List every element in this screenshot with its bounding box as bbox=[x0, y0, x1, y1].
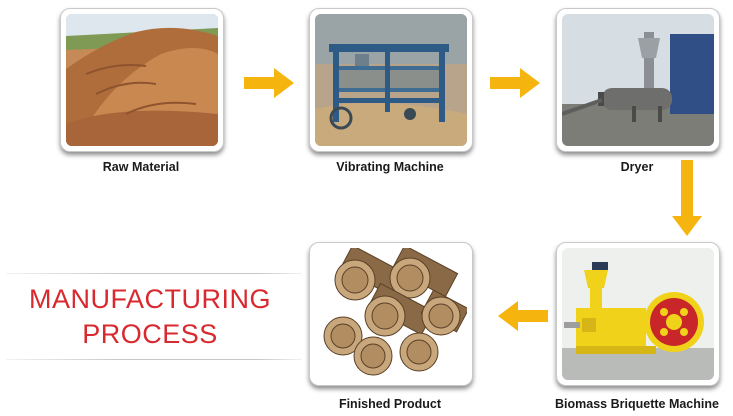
arrow-right-icon bbox=[490, 68, 540, 98]
arrow-left-icon bbox=[498, 301, 548, 331]
title-line-2: PROCESS bbox=[82, 319, 218, 349]
arrow-right-icon bbox=[244, 68, 294, 98]
briquette-machine-image bbox=[562, 248, 714, 380]
dryer-image bbox=[562, 14, 714, 146]
step-label-vibrating-machine: Vibrating Machine bbox=[336, 160, 444, 174]
step-finished-product bbox=[309, 242, 473, 386]
title-rule-bottom bbox=[6, 359, 302, 360]
step-vibrating-machine bbox=[309, 8, 473, 152]
finished-product-image bbox=[315, 248, 467, 380]
arrow-down-icon bbox=[672, 160, 702, 236]
title-line-1: MANUFACTURING bbox=[29, 284, 271, 314]
vibrating-machine-image bbox=[315, 14, 467, 146]
step-briquette-machine bbox=[556, 242, 720, 386]
raw-material-image bbox=[66, 14, 218, 146]
step-label-dryer: Dryer bbox=[620, 160, 654, 174]
title-rule-top bbox=[6, 273, 302, 274]
step-raw-material bbox=[60, 8, 224, 152]
step-dryer bbox=[556, 8, 720, 152]
step-label-raw-material: Raw Material bbox=[102, 160, 180, 174]
step-label-finished-product: Finished Product bbox=[338, 397, 442, 411]
step-label-briquette-machine: Biomass Briquette Machine bbox=[555, 397, 719, 411]
